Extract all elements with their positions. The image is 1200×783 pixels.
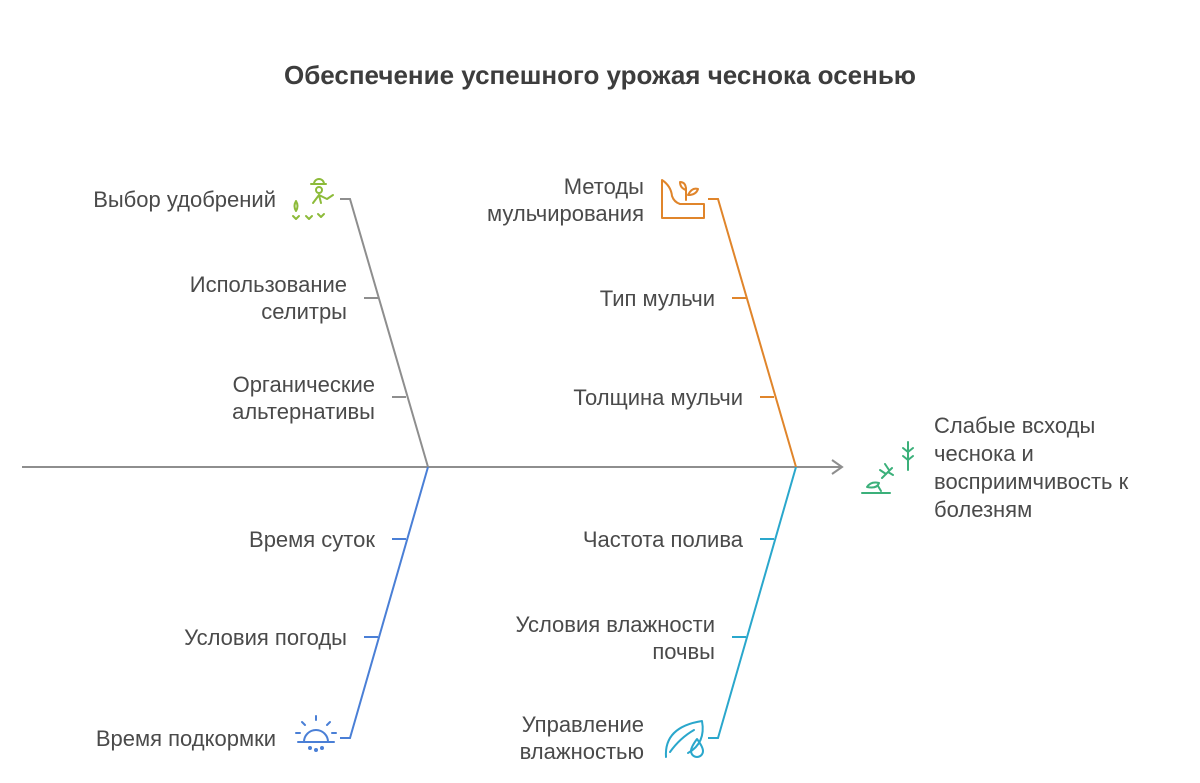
bone-fertilizer (340, 198, 429, 468)
plant-pot-icon (661, 179, 705, 219)
cause-timing-2: Условия погоды (184, 624, 347, 651)
category-timing-line-1: Время подкормки (95, 726, 276, 751)
cause-fertilizer-2: Органические альтернативы (232, 371, 375, 425)
cause-fertilizer-2-line-2: альтернативы (232, 399, 375, 424)
cause-timing-1-line-1: Время суток (249, 527, 375, 552)
cause-mulch-2-line-1: Толщина мульчи (573, 385, 743, 410)
diagram-title: Обеспечение успешного урожая чеснока осе… (283, 60, 917, 90)
category-fertilizer: Выбор удобрений (93, 186, 276, 213)
cause-timing-2-line-1: Условия погоды (184, 625, 347, 650)
category-mulch-line-2: мульчирования (487, 201, 644, 226)
cause-mulch-2: Толщина мульчи (573, 384, 743, 411)
cause-moisture-1: Частота полива (583, 526, 743, 553)
effect-line-4: болезням (934, 497, 1033, 522)
farmer-seeds-icon (292, 178, 334, 220)
category-moisture: Управление влажностью (520, 711, 644, 765)
bone-mulch (708, 198, 797, 468)
sprouts-icon (861, 441, 914, 494)
effect-line-2: чеснока и (934, 441, 1034, 466)
cause-moisture-2: Условия влажности почвы (515, 611, 715, 665)
cause-fertilizer-1-line-2: селитры (261, 299, 347, 324)
category-moisture-line-2: влажностью (519, 739, 644, 764)
category-mulch: Методы мульчирования (487, 173, 644, 227)
bone-timing (340, 466, 429, 739)
cause-fertilizer-1: Использование селитры (190, 271, 347, 325)
category-moisture-line-1: Управление (521, 712, 644, 737)
cause-mulch-1-line-1: Тип мульчи (599, 286, 715, 311)
cause-moisture-2-line-2: почвы (652, 639, 715, 664)
leaf-drop-icon (664, 720, 704, 758)
cause-moisture-1-line-1: Частота полива (582, 527, 743, 552)
effect-line-3: восприимчивость к (934, 469, 1129, 494)
cause-timing-1: Время суток (249, 526, 375, 553)
cause-mulch-1: Тип мульчи (600, 285, 715, 312)
cause-fertilizer-2-line-1: Органические (232, 372, 375, 397)
category-mulch-line-1: Методы (563, 174, 644, 199)
effect-label: Слабые всходы чеснока и восприимчивость … (934, 412, 1128, 524)
category-timing: Время подкормки (96, 725, 276, 752)
cause-moisture-2-line-1: Условия влажности (515, 612, 715, 637)
spine-arrowhead (831, 459, 844, 475)
effect-line-1: Слабые всходы (934, 413, 1096, 438)
bone-moisture (708, 466, 797, 739)
sun-timer-icon (295, 715, 337, 752)
category-fertilizer-line-1: Выбор удобрений (93, 187, 276, 212)
cause-fertilizer-1-line-1: Использование (189, 272, 347, 297)
